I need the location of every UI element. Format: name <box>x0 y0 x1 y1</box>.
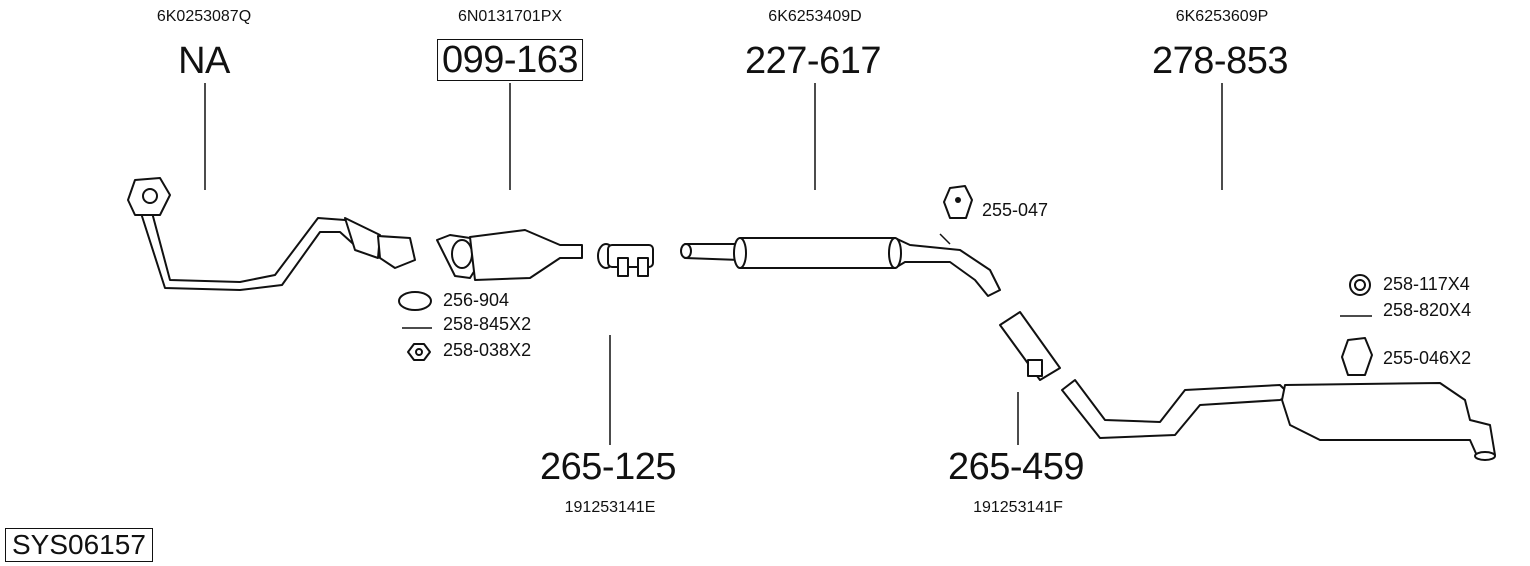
part-number-front-pipe[interactable]: NA <box>178 40 230 82</box>
accessory-258-820x4[interactable]: 258-820X4 <box>1383 300 1472 320</box>
part-number-rear-silencer[interactable]: 278-853 <box>1152 40 1288 82</box>
oe-number-catalytic-converter: 6N0131701PX <box>457 8 563 25</box>
oe-number-clamp-265-459: 191253141F <box>973 499 1063 516</box>
hanger-255-047-drawing <box>943 185 973 219</box>
oe-number-middle-silencer: 6K6253409D <box>768 8 862 25</box>
part-number-middle-silencer[interactable]: 227-617 <box>745 40 881 82</box>
accessory-255-046x2[interactable]: 255-046X2 <box>1383 348 1472 368</box>
clamp-265-125-drawing <box>597 243 654 277</box>
catalytic-converter-drawing <box>436 229 583 281</box>
clamp-265-459-drawing <box>999 311 1061 381</box>
rear-kit-accessory-icons <box>1340 274 1373 376</box>
part-number-catalytic-converter[interactable]: 099-163 <box>437 39 583 81</box>
accessory-255-047[interactable]: 255-047 <box>982 200 1049 220</box>
middle-silencer-drawing <box>680 233 1001 297</box>
part-number-clamp-265-459[interactable]: 265-459 <box>948 446 1084 488</box>
accessory-258-038x2[interactable]: 258-038X2 <box>443 340 532 360</box>
front-pipe-drawing <box>127 177 416 291</box>
oe-number-front-pipe: 6K0253087Q <box>156 8 252 25</box>
rear-silencer-drawing <box>1061 379 1496 461</box>
accessory-256-904[interactable]: 256-904 <box>443 290 510 310</box>
oe-number-rear-silencer: 6K6253609P <box>1175 8 1269 25</box>
part-number-clamp-265-125[interactable]: 265-125 <box>540 446 676 488</box>
cat-kit-accessory-icons <box>398 291 432 361</box>
accessory-258-845x2[interactable]: 258-845X2 <box>443 314 532 334</box>
oe-number-clamp-265-125: 191253141E <box>564 499 656 516</box>
system-code: SYS06157 <box>5 528 153 562</box>
accessory-258-117x4[interactable]: 258-117X4 <box>1383 274 1470 294</box>
